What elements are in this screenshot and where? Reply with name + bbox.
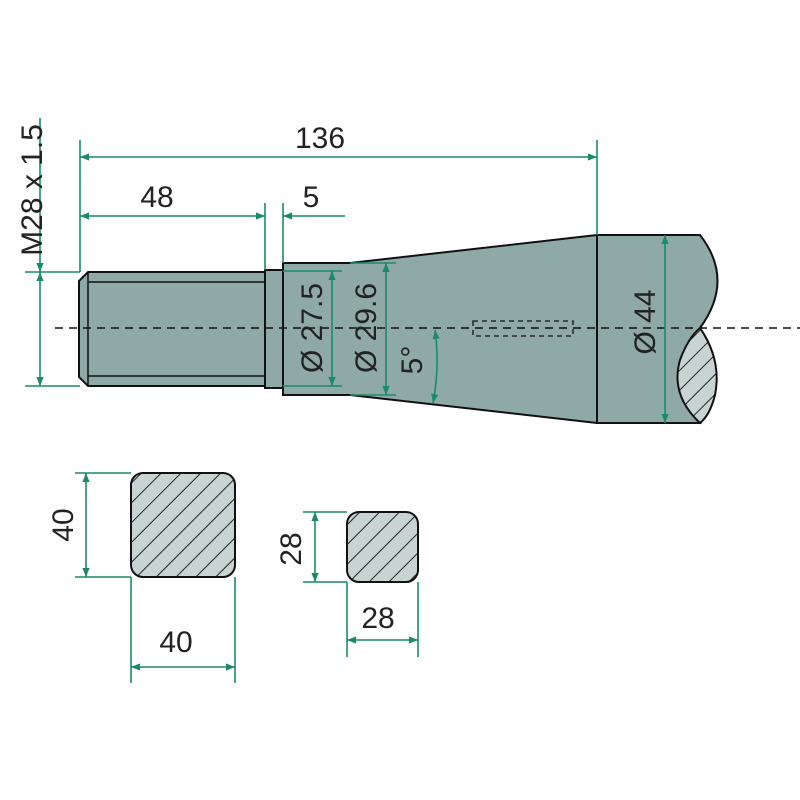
square-section-28: 28 28 [275, 511, 419, 657]
pin-body [55, 233, 800, 425]
taper-section [282, 233, 598, 425]
thread-length-label: 48 [140, 181, 173, 214]
dimensions: 136 48 5 M28 x 1.5 Ø 27.5 Ø 29.6 5° Ø 44 [16, 118, 669, 423]
overall-length-label: 136 [295, 122, 345, 155]
diameter-44-label: Ø 44 [629, 289, 662, 354]
thread-section [78, 271, 266, 387]
square-28-height-label: 28 [275, 532, 308, 565]
hidden-slot [472, 320, 574, 337]
thread-spec-label: M28 x 1.5 [16, 124, 49, 256]
collar [264, 269, 284, 389]
end-section-cut [676, 326, 718, 425]
taper-angle-label: 5° [396, 346, 429, 375]
diameter-27-5-label: Ø 27.5 [296, 283, 329, 373]
square-28-width-label: 28 [361, 602, 394, 635]
collar-length-label: 5 [303, 181, 320, 214]
square-40-width-label: 40 [159, 626, 192, 659]
square-40-height-label: 40 [47, 508, 80, 541]
diameter-29-6-label: Ø 29.6 [350, 283, 383, 373]
square-section-40: 40 40 [47, 472, 236, 683]
